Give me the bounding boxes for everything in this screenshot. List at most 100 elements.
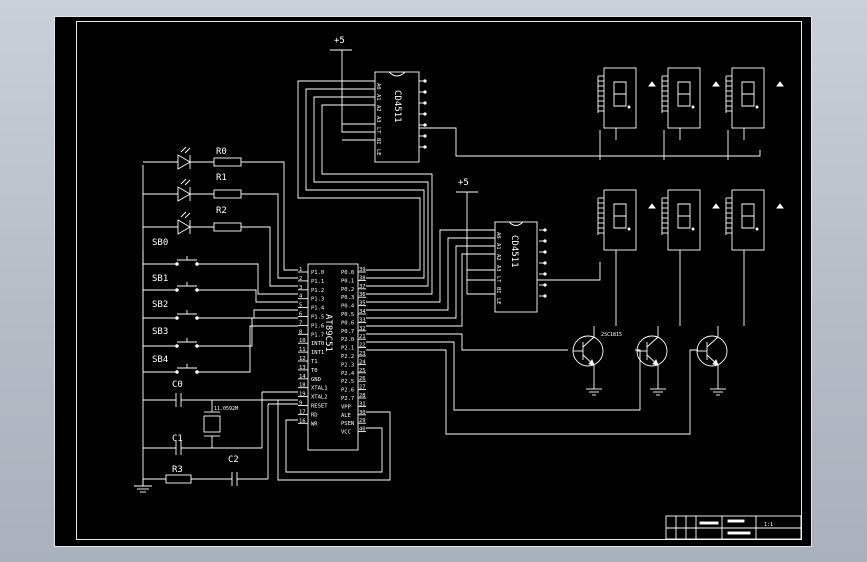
resistor-r0-label: R0: [216, 147, 227, 157]
capacitor-c0-label: C0: [172, 380, 183, 390]
supply-middle: +5: [456, 178, 478, 294]
display-decimal-point: [627, 105, 631, 109]
decoder-pin-label: A3: [375, 116, 381, 123]
decoder-output-node: [423, 145, 427, 149]
mcu-left-pin-name: WR: [311, 421, 318, 427]
switch-contact: [195, 288, 199, 292]
display-decimal-point: [691, 227, 695, 231]
mcu-right-pin-name: P2.7: [341, 396, 354, 402]
decoder-output-node: [543, 228, 547, 232]
mcu-left-pin-number: 8: [299, 329, 302, 335]
mcu-left-pin-number: 5: [299, 303, 302, 309]
mcu-left-pin-number: 2: [299, 276, 302, 282]
led-light-arrow: [184, 147, 191, 154]
switch-wire-to-mcu: [198, 309, 298, 319]
mcu-right-pin-name: P2.0: [341, 337, 354, 343]
display-marker: [712, 81, 720, 87]
mcu-left-pin-number: 19: [299, 392, 306, 398]
crystal-label: 11.0592M: [214, 406, 238, 412]
mcu-right-pin-number: 26: [359, 376, 366, 382]
resistor-r3-label: R3: [172, 465, 183, 475]
decoder-output-node: [423, 79, 427, 83]
decoder-output-node: [543, 261, 547, 265]
mcu-left-pin-number: 16: [299, 418, 306, 424]
mcu-left-pin-name: P1.6: [311, 323, 324, 329]
switch-wire-to-mcu: [198, 317, 298, 347]
mcu-right-pin-name: ALE: [341, 413, 351, 419]
mcu-right-pin-number: 38: [359, 275, 366, 281]
decoder-pin-label: A2: [495, 254, 501, 261]
mcu-right-pin-number: 28: [359, 393, 366, 399]
switch-contact: [195, 344, 199, 348]
decoder-pin-label: A1: [495, 243, 501, 250]
mcu-right-pin-number: 22: [359, 343, 366, 349]
decoder-output-node: [543, 239, 547, 243]
decoder-output-node: [423, 90, 427, 94]
decoder-middle-label: CD4511: [509, 235, 519, 268]
mcu-right-pin-number: 30: [359, 410, 366, 416]
transistor-emitter-arrow: [712, 359, 719, 366]
mcu-right-pin-name: P2.2: [341, 354, 354, 360]
switch-contact: [175, 370, 179, 374]
crystal: [203, 415, 221, 433]
mcu-left-pin-number: 17: [299, 409, 306, 415]
display-body: [667, 67, 701, 129]
drawing-sheet-background: [54, 16, 812, 547]
mcu-right-pin-number: 34: [359, 309, 366, 315]
decoder-pin-label: A2: [375, 105, 381, 112]
display-marker: [776, 81, 784, 87]
led-light-arrow: [180, 211, 187, 218]
transistor-collector: [646, 336, 659, 348]
switch-group: SB0 SB1 SB2 SB3 SB4: [142, 238, 298, 374]
switch-contact: [175, 288, 179, 292]
drawing-border: [76, 21, 802, 540]
mcu-right-pin-number: 24: [359, 359, 366, 365]
seven-segment-display-1: [597, 67, 656, 140]
mcu-right-pin-number: 39: [359, 267, 366, 273]
seven-segment-displays: [597, 67, 784, 262]
mcu-right-pin-name: VCC: [341, 430, 351, 436]
mcu-left-pin-name: XTAL1: [311, 386, 328, 392]
mcu-right-pin-name: P2.6: [341, 388, 354, 394]
decoder-pin-label: A0: [375, 83, 381, 90]
title-block: 1:1: [665, 515, 802, 540]
decoder-output-node: [543, 283, 547, 287]
mcu-right-pin-number: 35: [359, 301, 366, 307]
mcu-right-pin-name: P0.4: [341, 304, 355, 310]
mcu-right-pin-name: P0.7: [341, 329, 354, 335]
switch-wire-to-mcu: [198, 289, 298, 303]
decoder-output-node: [543, 250, 547, 254]
seven-segment-display-6: [725, 189, 784, 262]
mcu-right-pin-name: P0.2: [341, 287, 354, 293]
switch-wire-to-mcu: [198, 263, 298, 295]
switch-sb3-label: SB3: [152, 327, 168, 337]
capacitor-c2-label: C2: [228, 455, 239, 465]
mcu-left-pin-number: 7: [299, 320, 302, 326]
decoder-output-node: [543, 272, 547, 276]
mcu-right-pin-number: 37: [359, 284, 366, 290]
mcu-right-pin-name: P2.4: [341, 371, 355, 377]
transistor-emitter-arrow: [588, 359, 595, 366]
led-wiring: [241, 161, 298, 287]
display-decimal-point: [755, 105, 759, 109]
seven-segment-display-2: [661, 67, 720, 140]
decoder-output-node: [423, 101, 427, 105]
mcu-right-pin-name: P0.6: [341, 320, 354, 326]
transistor-collector: [706, 336, 719, 348]
transistor-label: 2SC1815: [601, 332, 622, 338]
seven-segment-display-4: [597, 189, 656, 262]
display-digit-segments: [613, 81, 627, 107]
seven-segment-display-3: [725, 67, 784, 140]
display-body: [667, 189, 701, 251]
decoder-output-node: [423, 112, 427, 116]
npn-transistor-3: [696, 326, 728, 396]
mcu-left-pin-name: T0: [311, 368, 318, 374]
mcu-right-pin-number: 31: [359, 401, 366, 407]
led-diode-icon: [177, 186, 191, 202]
mcu-right-pin-number: 25: [359, 368, 366, 374]
decoder-pin-label: BI: [495, 287, 501, 294]
mcu-right-pin-number: 21: [359, 334, 366, 340]
